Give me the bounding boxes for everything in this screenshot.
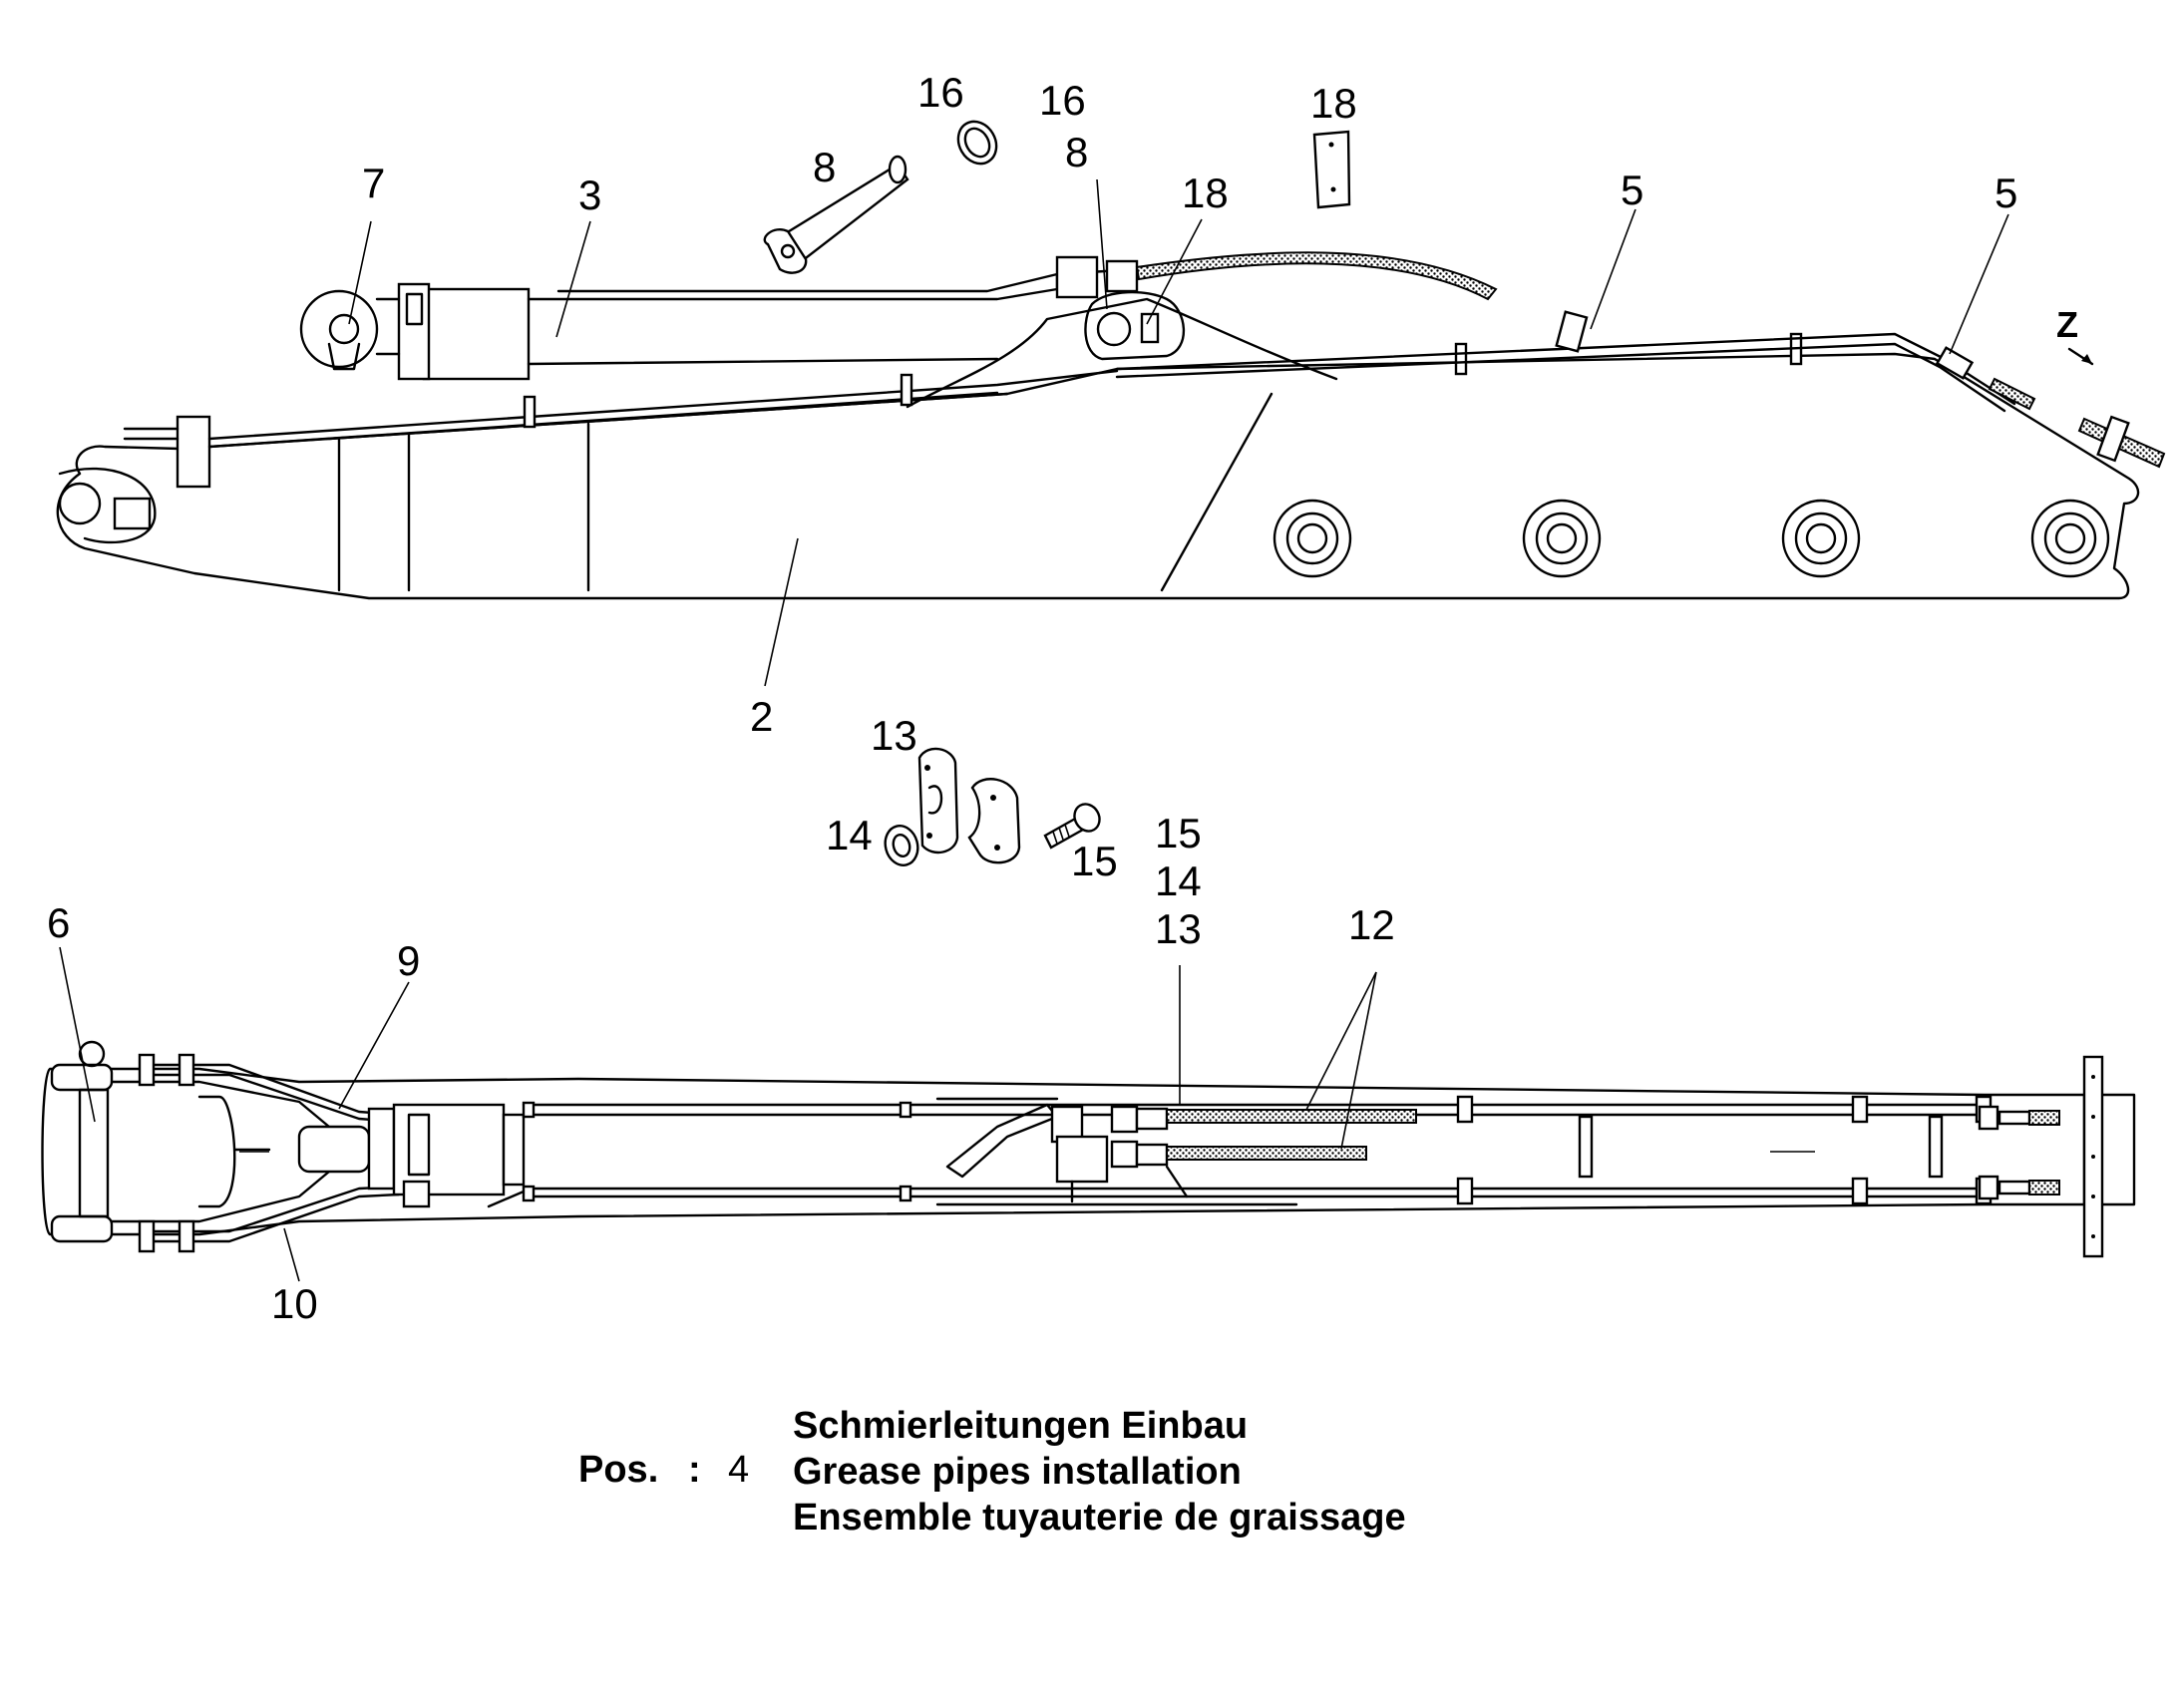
callout-18a: 18 xyxy=(1310,80,1357,127)
callout-2: 2 xyxy=(750,693,773,740)
bearing-bosses xyxy=(1272,499,2110,578)
boom-side-view: 16 16 18 7 3 8 8 18 5 5 Z 2 xyxy=(56,69,2166,740)
callout-13a: 13 xyxy=(871,712,917,759)
callout-15a: 15 xyxy=(1071,838,1118,884)
caption-line-fr: Ensemble tuyauterie de graissage xyxy=(793,1497,1406,1538)
leader-lines-top xyxy=(348,178,2009,687)
caption-line-en: Grease pipes installation xyxy=(793,1451,1242,1493)
caption-separator: : xyxy=(688,1449,701,1491)
callout-8b: 8 xyxy=(1065,129,1088,175)
callout-6: 6 xyxy=(47,899,70,946)
callout-9: 9 xyxy=(397,937,420,984)
boom-outline xyxy=(56,352,2140,600)
callout-5b: 5 xyxy=(1995,170,2017,216)
callout-14b: 14 xyxy=(1155,857,1202,904)
caption-block: Pos. : 4 Schmierleitungen Einbau Grease … xyxy=(578,1405,1406,1538)
caption-line-de: Schmierleitungen Einbau xyxy=(793,1405,1248,1447)
boom-plan-view: 6 9 12 10 xyxy=(41,899,2136,1327)
callout-5a: 5 xyxy=(1621,167,1643,213)
flange-detail: 13 14 15 15 14 13 xyxy=(826,712,1202,952)
callout-12: 12 xyxy=(1348,901,1395,948)
callout-16b: 16 xyxy=(1039,77,1086,124)
caption-pos-number: 4 xyxy=(728,1449,749,1491)
callout-Z: Z xyxy=(2056,304,2078,345)
callout-15b: 15 xyxy=(1155,810,1202,856)
callout-3: 3 xyxy=(578,171,601,218)
caption-pos-label: Pos. xyxy=(578,1449,658,1491)
callout-7: 7 xyxy=(362,160,385,206)
callout-13b: 13 xyxy=(1155,905,1202,952)
callout-8a: 8 xyxy=(813,144,836,190)
callout-16a: 16 xyxy=(917,69,964,116)
callout-14a: 14 xyxy=(826,812,873,858)
callout-10: 10 xyxy=(271,1280,318,1327)
leader-lines-bottom xyxy=(59,946,1377,1282)
callout-18b: 18 xyxy=(1182,170,1229,216)
